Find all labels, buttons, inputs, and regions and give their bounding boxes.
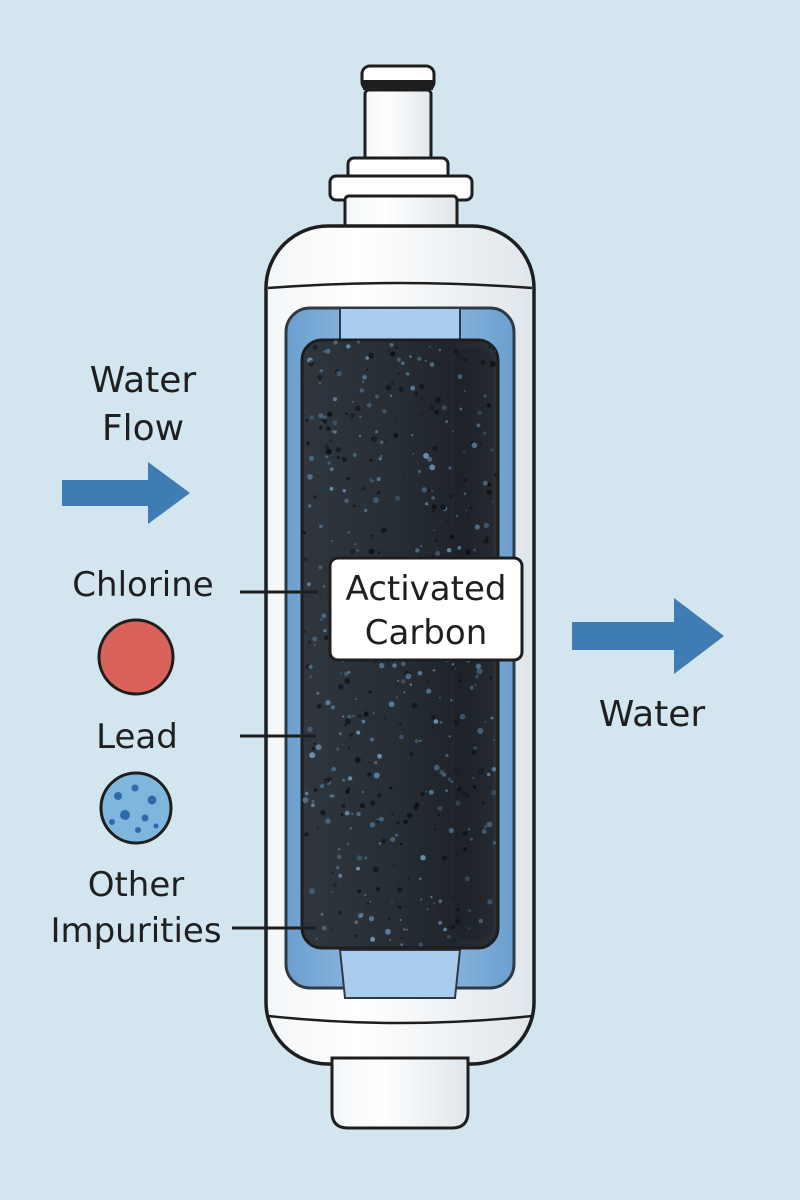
other-impurities-label-line1: Other [88, 865, 185, 905]
chlorine-label: Chlorine [72, 565, 213, 605]
activated-carbon-label-box: Activated Carbon [328, 556, 524, 662]
lead-particle-icon [99, 771, 173, 845]
carbon-speckles [302, 340, 498, 947]
water-out-label: Water [599, 694, 706, 735]
activated-carbon-label-line2: Carbon [365, 613, 488, 653]
other-impurities-label-line2: Impurities [50, 911, 221, 951]
water-inflow-arrow [62, 462, 190, 524]
chlorine-particle-icon [97, 618, 175, 696]
cartridge-bottom-cap [330, 1056, 470, 1130]
lead-label: Lead [96, 717, 178, 757]
water-flow-label-line2: Flow [102, 408, 184, 449]
water-flow-label-line1: Water [90, 360, 197, 401]
activated-carbon-label-line1: Activated [346, 569, 507, 609]
cartridge-top-connector [328, 64, 474, 232]
water-outflow-arrow [572, 598, 724, 674]
